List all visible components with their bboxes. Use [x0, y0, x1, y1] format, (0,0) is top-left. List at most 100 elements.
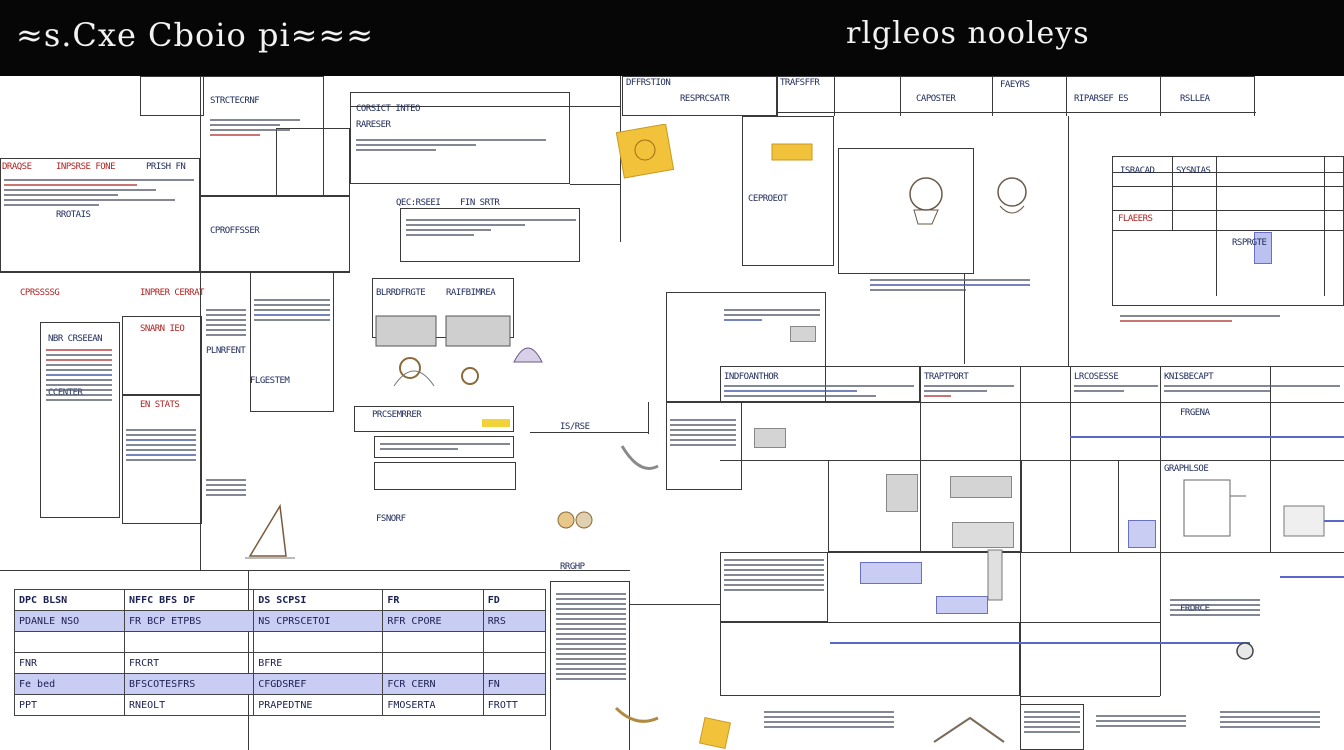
table-cell: RRS [482, 610, 547, 632]
equipment-sketch-icon [1283, 505, 1344, 537]
node-box [40, 322, 120, 518]
sticky-note-icon [698, 716, 732, 750]
node-box [550, 581, 630, 750]
connector-line [1254, 76, 1255, 116]
node-label: CPRSSSSG [20, 288, 60, 298]
table-cell: PRAPEDTNE [253, 694, 384, 716]
table-cell: FN [482, 673, 547, 695]
node-box [372, 278, 514, 338]
machine-block [952, 522, 1014, 548]
text-block [46, 346, 112, 404]
table-cell [253, 631, 384, 653]
sticky-note-icon [615, 124, 675, 179]
table-header-cell: FR [382, 589, 484, 611]
table-cell: PPT [13, 694, 126, 716]
table-header-cell: DS SCPSI [253, 589, 384, 611]
table-cell: FCR CERN [382, 673, 484, 695]
header-right-title: rlgleos nooleys [846, 16, 1090, 51]
node-label: RIPARSEF ES [1074, 94, 1129, 104]
connector-line [1160, 76, 1161, 116]
connector-line [720, 460, 1344, 461]
connector-line [720, 366, 1344, 367]
node-label: FAEYRS [1000, 80, 1030, 90]
connector-line [1066, 76, 1067, 116]
table-cell [382, 631, 484, 653]
node-box [374, 462, 516, 490]
node-label: TRAFSFFR [780, 78, 820, 88]
figure-sketch-icon [513, 347, 543, 363]
table-cell: FRCRT [124, 652, 255, 674]
connector-line [1324, 156, 1325, 296]
table-cell: BFSCOTESFRS [124, 673, 255, 695]
connector-line [1068, 116, 1069, 366]
table-cell: NS CPRSCETOI [253, 610, 384, 632]
table-cell: RFR CPORE [382, 610, 484, 632]
text-block [206, 306, 246, 339]
table-cell: FMOSERTA [382, 694, 484, 716]
connector-line [1112, 230, 1344, 231]
table-header-cell: NFFC BFS DF [124, 589, 255, 611]
node-label: BLRRDFRGTE [376, 288, 426, 298]
text-block [4, 176, 194, 209]
valve-sketch-icon [987, 549, 1003, 601]
node-label: TRAPTPORT [924, 372, 969, 382]
node-label: RESPRCSATR [680, 94, 730, 104]
connector-line [570, 184, 620, 185]
text-block [210, 116, 310, 139]
table-cell [382, 652, 484, 674]
end-node-icon [1236, 642, 1254, 660]
text-block [724, 382, 914, 400]
text-block [670, 416, 736, 449]
connector-line [964, 274, 965, 364]
connector-line [1118, 460, 1119, 552]
table-cell: FNR [13, 652, 126, 674]
text-block [1096, 712, 1186, 730]
table-cell [482, 652, 547, 674]
text-block [1024, 708, 1080, 736]
diagram-canvas: DRAQSE INPSRSE FONE PRISH FN RROTAIS CPR… [0, 76, 1344, 750]
node-box [200, 76, 324, 196]
text-block [724, 556, 824, 594]
equipment-sketch-icon [909, 177, 1027, 225]
node-label: FIN SRTR [460, 198, 500, 208]
figure-sketch-icon [933, 716, 1005, 743]
connector-line [1070, 366, 1071, 552]
node-label: RSLLEA [1180, 94, 1210, 104]
machine-block [754, 428, 786, 448]
node-label: SNARN IEO [140, 324, 185, 334]
machine-sketch-icon [375, 315, 511, 387]
equipment-sketch-icon [1183, 479, 1246, 537]
node-box [1112, 156, 1344, 306]
table-cell [482, 631, 547, 653]
node-label: FLAEERS [1118, 214, 1153, 224]
connector-line [630, 604, 720, 605]
node-label: LRCOSESSE [1074, 372, 1119, 382]
node-box [374, 436, 514, 458]
connector-line [776, 112, 1256, 113]
machine-block [1128, 520, 1156, 548]
table-cell [124, 631, 255, 653]
node-label: PLNRFENT [206, 346, 246, 356]
machine-block [860, 562, 922, 584]
node-box [122, 394, 202, 524]
node-box [0, 158, 200, 272]
connector-line [200, 272, 201, 570]
node-label: EN STATS [140, 400, 180, 410]
text-block [1074, 382, 1158, 395]
text-block [356, 136, 556, 154]
node-label: DFFRSTION [626, 78, 671, 88]
connector-line [720, 622, 1160, 623]
flow-line [830, 642, 1250, 644]
table-cell: RNEOLT [124, 694, 255, 716]
flow-line [1070, 436, 1344, 438]
figure-sketch-icon [620, 445, 659, 470]
connector-line [530, 432, 648, 433]
connector-line [1020, 366, 1021, 750]
text-block [724, 306, 820, 324]
node-box [276, 128, 350, 196]
text-block [764, 708, 894, 731]
figure-sketch-icon [614, 706, 659, 723]
node-label: RROTAIS [56, 210, 91, 220]
node-label: INDFOANTHOR [724, 372, 779, 382]
node-box [350, 92, 570, 184]
